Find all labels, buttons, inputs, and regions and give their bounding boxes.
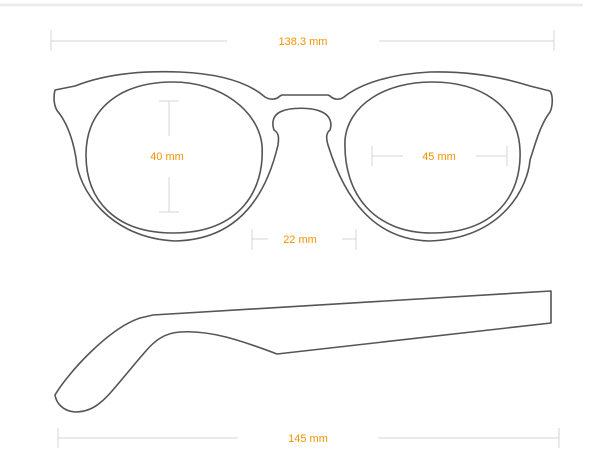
total-width-label: 138.3 mm [279, 36, 328, 48]
lens-height-label: 40 mm [150, 151, 184, 163]
lens-width-dimension: 45 mm [371, 146, 508, 166]
temple-length-label: 145 mm [288, 433, 328, 445]
bridge-width-dimension: 22 mm [251, 229, 357, 250]
bridge-width-label: 22 mm [283, 234, 317, 246]
frame-front-outline [53, 70, 554, 242]
lens-height-dimension: 40 mm [150, 100, 184, 213]
lens-width-label: 45 mm [422, 151, 456, 163]
temple-length-dimension: 145 mm [57, 428, 560, 448]
left-lens-outline [85, 81, 263, 234]
right-lens-outline [344, 81, 521, 234]
total-width-dimension: 138.3 mm [50, 30, 555, 51]
temple-arm-outline [54, 290, 552, 413]
